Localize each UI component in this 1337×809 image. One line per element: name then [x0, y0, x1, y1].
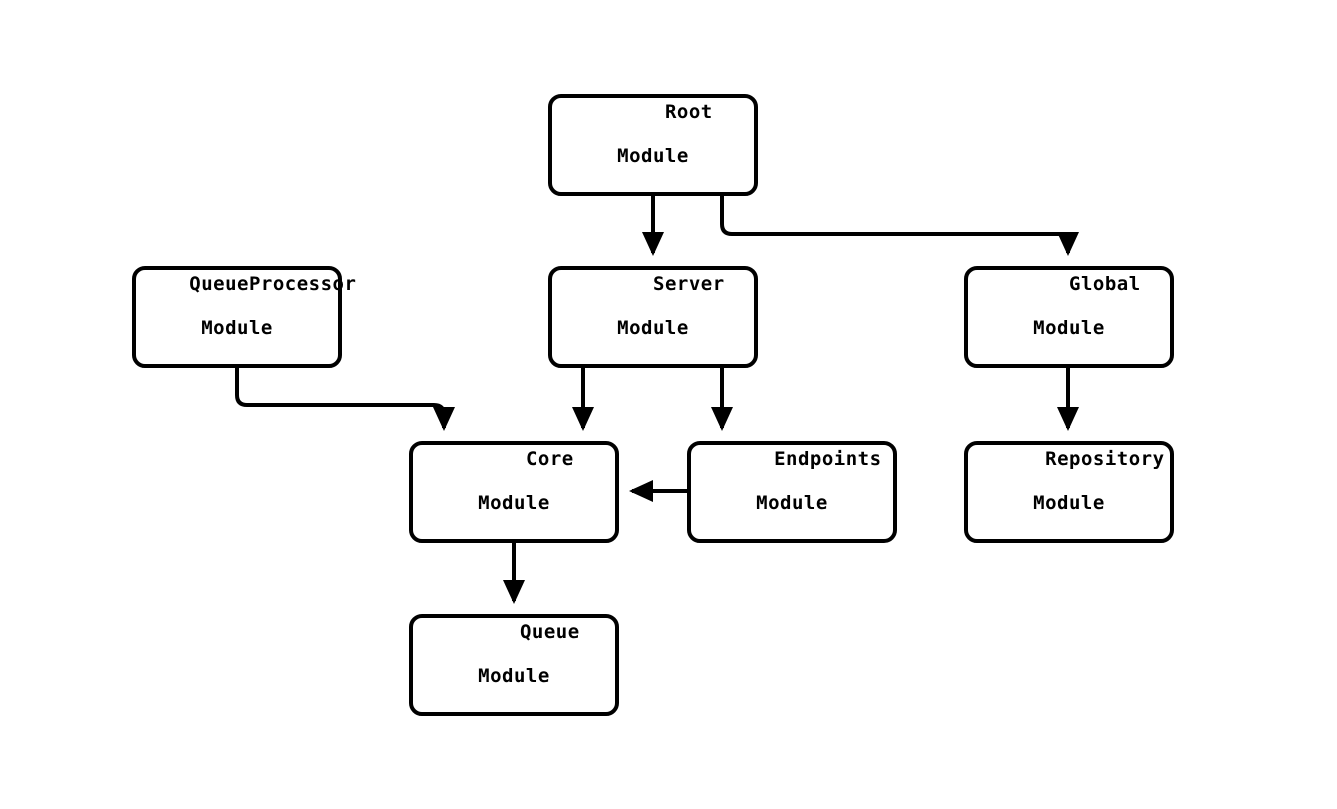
node-queueprocessor-module[interactable]: QueueProcessor Module — [132, 266, 356, 368]
node-repository-module[interactable]: Repository Module — [964, 441, 1174, 543]
node-endpoints-module-label: Endpoints Module — [702, 426, 881, 558]
node-queue-module-label: Queue Module — [448, 599, 579, 731]
node-root-module[interactable]: Root Module — [548, 94, 758, 196]
node-endpoints-module[interactable]: Endpoints Module — [687, 441, 897, 543]
node-queue-module-line2: Module — [478, 665, 550, 687]
node-global-module-line2: Module — [1033, 317, 1105, 339]
node-server-module-label: Server Module — [581, 251, 724, 383]
edge-root-to-global — [720, 196, 1079, 256]
node-repository-module-line1: Repository — [1045, 448, 1165, 470]
node-repository-module-label: Repository Module — [973, 426, 1164, 558]
node-core-module-label: Core Module — [454, 426, 573, 558]
node-core-module[interactable]: Core Module — [409, 441, 619, 543]
node-root-module-label: Root Module — [593, 79, 712, 211]
node-queueprocessor-module-line2: Module — [201, 317, 273, 339]
node-global-module-line1: Global — [1069, 273, 1141, 295]
node-global-module[interactable]: Global Module — [964, 266, 1174, 368]
node-core-module-line1: Core — [525, 448, 574, 470]
node-queueprocessor-module-line1: QueueProcessor — [189, 273, 357, 295]
node-queueprocessor-module-label: QueueProcessor Module — [118, 251, 357, 383]
node-endpoints-module-line2: Module — [756, 492, 828, 514]
node-server-module[interactable]: Server Module — [548, 266, 758, 368]
node-root-module-line1: Root — [664, 101, 713, 123]
node-queue-module-line1: Queue — [519, 621, 580, 643]
node-repository-module-line2: Module — [1033, 492, 1105, 514]
node-server-module-line2: Module — [617, 317, 689, 339]
node-queue-module[interactable]: Queue Module — [409, 614, 619, 716]
node-endpoints-module-line1: Endpoints — [774, 448, 882, 470]
node-root-module-line2: Module — [617, 145, 689, 167]
node-global-module-label: Global Module — [997, 251, 1140, 383]
node-server-module-line1: Server — [653, 273, 725, 295]
node-core-module-line2: Module — [478, 492, 550, 514]
